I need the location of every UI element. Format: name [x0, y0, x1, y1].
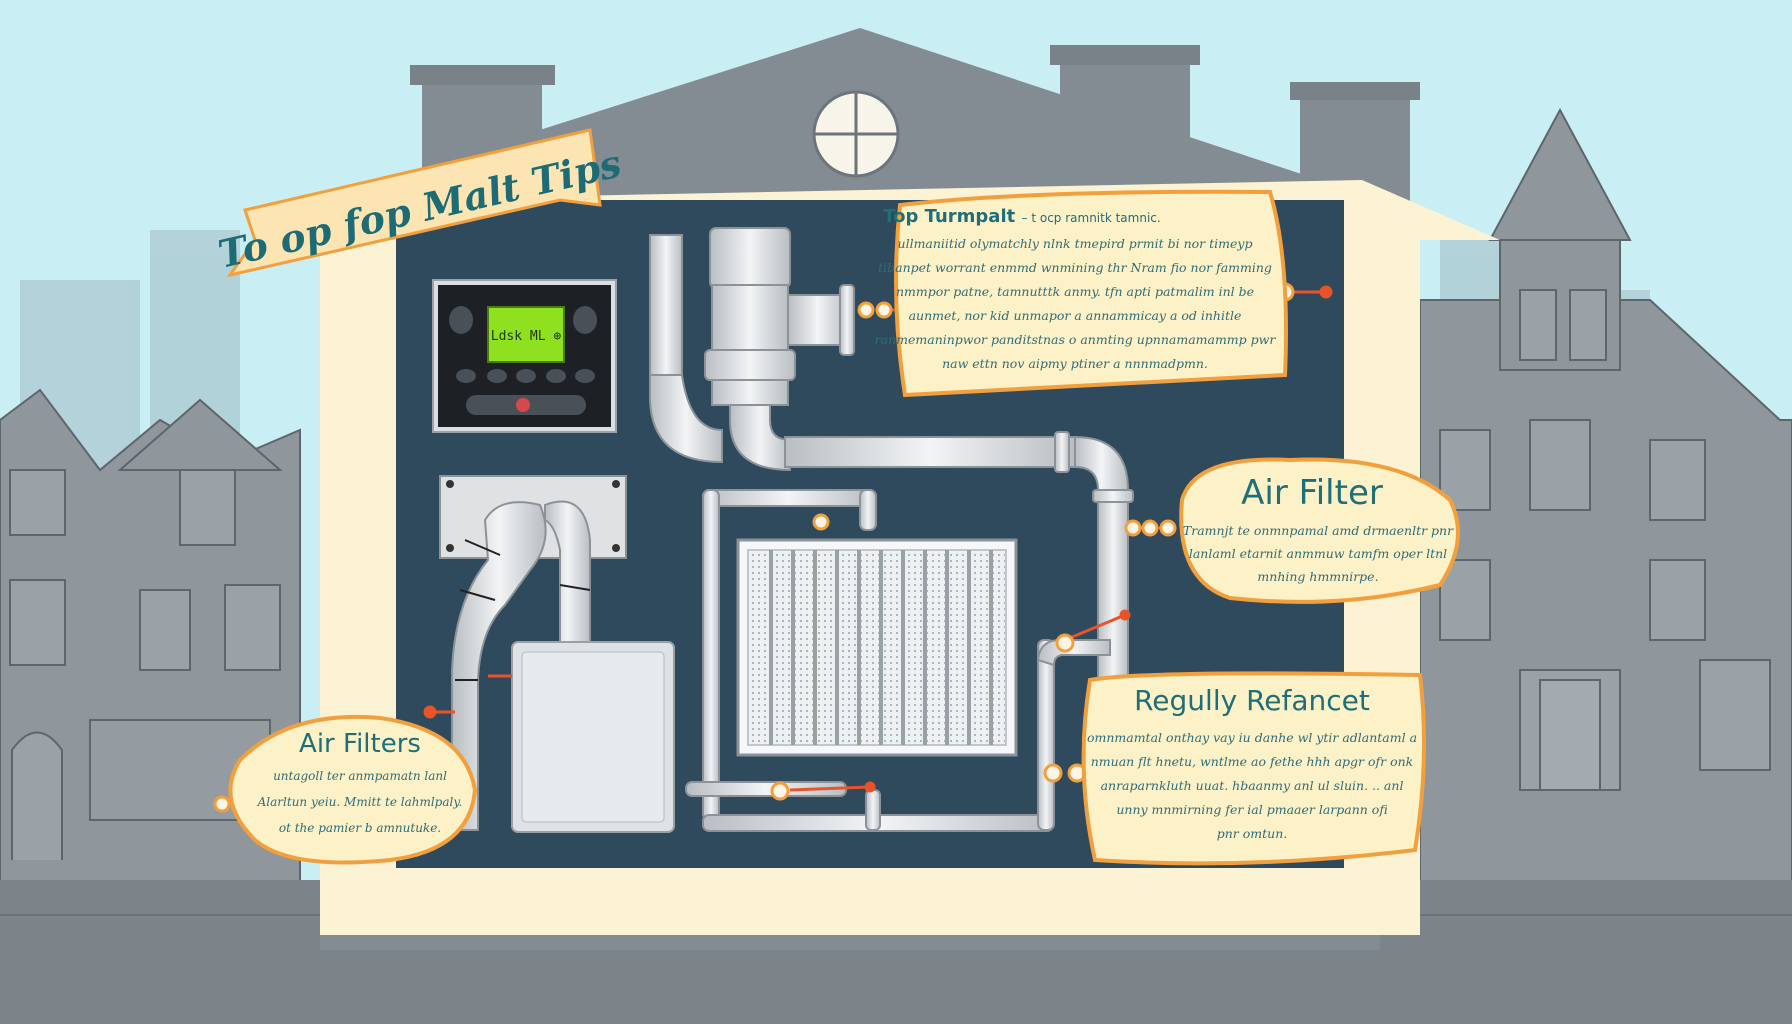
connectors: [213, 282, 1333, 813]
callout-thermostat-line: ranmemaninpwor panditstnas o anmting upn…: [875, 332, 1277, 347]
callout-thermostat-line: naw ettn nov aipmy ptiner a nnnmadpmn.: [942, 356, 1208, 371]
attic-round-window: [812, 90, 900, 178]
callout-replace-line: pnr omtun.: [1217, 826, 1287, 841]
callout-thermostat-title: Top Turmpalt – t ocp ramnitk tamnic.: [883, 206, 1160, 227]
thermostat-display: [487, 306, 565, 363]
callout-air-filter-line: mnhing hmmnirpe.: [1257, 569, 1378, 584]
furnace-unit: [511, 641, 675, 833]
callout-air-filter-title: Air Filter: [1241, 473, 1383, 513]
callout-replace-line: omnmamtal onthay vay iu danhe wl ytir ad…: [1087, 730, 1417, 745]
air-filter: [736, 538, 1018, 757]
right-chimney: [1060, 55, 1190, 205]
marker-filter-top: [812, 513, 830, 531]
callout-air-filter-line: lanlaml etarnit anmmuw tamfm oper ltnl: [1189, 546, 1447, 561]
callout-air-filters-left: Air Filters untagoll ter anmpamatn lanl …: [228, 714, 478, 865]
callout-thermostat-line: tibanpet worrant enmmd wnmining thr Nram…: [878, 260, 1272, 275]
callout-replace-line: nmuan flt hnetu, wntlme ao fethe hhh apg…: [1091, 754, 1413, 769]
supply-duct: [649, 227, 1134, 706]
callout-replace-line: anraparnkluth uuat. hbaanmy anl ul sluin…: [1101, 778, 1404, 793]
callout-air-filter-line: Tramnjt te onmnpamal amd drmaenltr pnr: [1183, 523, 1454, 538]
thermostat-display-text: Ldsk ML ⊕: [491, 329, 562, 344]
callout-air-filters-line: Alarltun yeiu. Mmitt te lahmlpaly.: [257, 795, 463, 809]
callout-thermostat-line: nmmpor patne, tamnutttk anmy. tfn apti p…: [896, 284, 1254, 299]
marker-air-filters-left: [213, 795, 231, 813]
callout-air-filters-line: untagoll ter anmpamatn lanl: [273, 769, 447, 783]
callout-replace-line: unny mnmirning fer ial pmaaer larpann of…: [1116, 802, 1387, 817]
callout-thermostat-line: ullmaniitid olymatchly nlnk tmepird prmi…: [898, 236, 1253, 251]
callout-thermostat: Top Turmpalt – t ocp ramnitk tamnic. ull…: [875, 189, 1288, 398]
callout-air-filters-line: ot the pamier b amnutuke.: [279, 821, 441, 835]
left-neighbour-house: [0, 388, 301, 891]
filter-piping: [685, 489, 1111, 832]
marker-air-filter: [1124, 519, 1142, 537]
marker-replace: [1043, 763, 1063, 783]
thermostat[interactable]: Ldsk ML ⊕: [432, 279, 617, 433]
marker-thermostat: [857, 301, 875, 319]
flex-ducts: [451, 500, 591, 831]
callout-air-filters-title: Air Filters: [299, 729, 421, 759]
thermostat-buttons[interactable]: [449, 306, 597, 415]
callout-thermostat-line: aunmet, nor kid unmapor a annammicay a o…: [909, 308, 1242, 323]
callout-air-filter: Air Filter Tramnjt te onmnpamal amd drma…: [1179, 457, 1460, 604]
callout-replace-title: Regully Refancet: [1134, 684, 1370, 717]
callout-replace: Regully Refancet omnmamtal onthay vay iu…: [1081, 671, 1426, 866]
